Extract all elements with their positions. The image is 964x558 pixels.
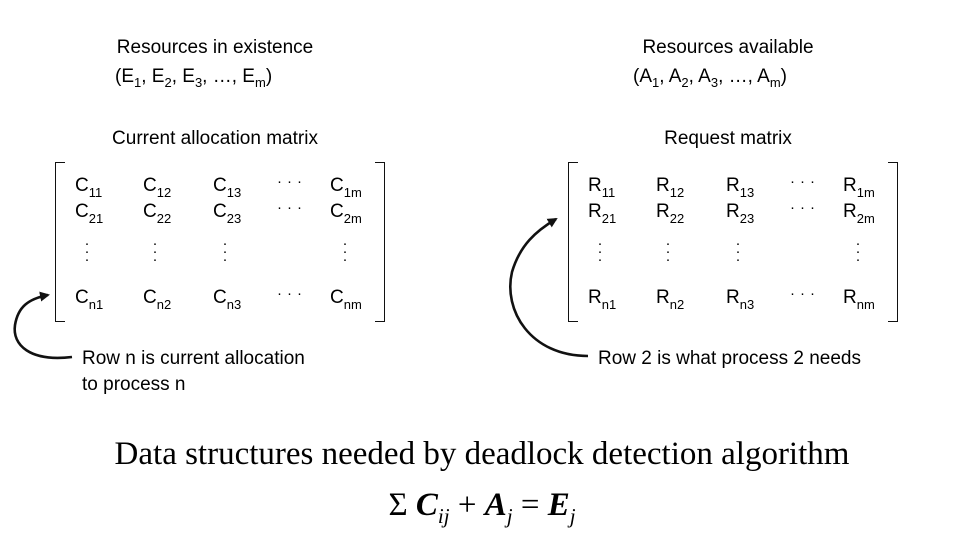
horizontal-ellipsis: ··· — [790, 173, 820, 190]
matrix-cell-cn1: Cn1 — [75, 287, 104, 312]
vertical-ellipsis: ··· — [84, 235, 90, 268]
allocation-note-line-2: to process n — [82, 374, 186, 395]
resource-formula: Σ Cij + Aj = Ej — [388, 487, 576, 528]
matrix-cell-r12: R12 — [656, 175, 685, 200]
request-matrix-title: Request matrix — [664, 128, 792, 149]
matrix-right-bracket — [375, 162, 385, 322]
vertical-ellipsis: ··· — [665, 235, 671, 268]
matrix-cell-rn1: Rn1 — [588, 287, 617, 312]
matrix-cell-c22: C22 — [143, 201, 172, 226]
horizontal-ellipsis: ··· — [790, 285, 820, 302]
vertical-ellipsis: ··· — [342, 235, 348, 268]
matrix-cell-r23: R23 — [726, 201, 755, 226]
allocation-matrix-title: Current allocation matrix — [112, 128, 318, 149]
matrix-cell-r21: R21 — [588, 201, 617, 226]
matrix-left-bracket — [55, 162, 65, 322]
allocation-row-arrow — [13, 291, 73, 360]
matrix-cell-r13: R13 — [726, 175, 755, 200]
matrix-cell-c23: C23 — [213, 201, 242, 226]
vertical-ellipsis: ··· — [735, 235, 741, 268]
matrix-left-bracket — [568, 162, 578, 322]
vertical-ellipsis: ··· — [855, 235, 861, 268]
matrix-cell-c11: C11 — [75, 175, 103, 200]
resources-existence-heading: Resources in existence — [116, 37, 314, 58]
horizontal-ellipsis: ··· — [277, 199, 307, 216]
matrix-cell-cn2: Cn2 — [143, 287, 172, 312]
available-vector: (A1, A2, A3, …, Am) — [633, 66, 787, 90]
allocation-note-line-1: Row n is current allocation — [82, 348, 305, 369]
matrix-cell-rnm: Rnm — [843, 287, 875, 312]
vertical-ellipsis: ··· — [597, 235, 603, 268]
existence-vector: (E1, E2, E3, …, Em) — [115, 66, 273, 90]
vertical-ellipsis: ··· — [152, 235, 158, 268]
matrix-cell-rn3: Rn3 — [726, 287, 755, 312]
matrix-cell-r2m: R2m — [843, 201, 875, 226]
vertical-ellipsis: ··· — [222, 235, 228, 268]
matrix-cell-cn3: Cn3 — [213, 287, 242, 312]
matrix-cell-c2m: C2m — [330, 201, 362, 226]
horizontal-ellipsis: ··· — [790, 199, 820, 216]
matrix-right-bracket — [888, 162, 898, 322]
resources-available-heading: Resources available — [642, 37, 814, 58]
matrix-cell-r1m: R1m — [843, 175, 875, 200]
horizontal-ellipsis: ··· — [277, 285, 307, 302]
request-matrix: R11 R12 R13 R1m ··· R21 R22 R23 R2m ··· Rn1 Rn2 Rn3 R… — [568, 162, 898, 322]
matrix-cell-c21: C21 — [75, 201, 104, 226]
current-allocation-matrix: C11 C12 C13 C1m ··· C21 C22 C23 C2m ··· Cn1 Cn2 Cn3 C… — [55, 162, 385, 322]
request-row-arrow — [509, 217, 589, 358]
request-note: Row 2 is what process 2 needs — [598, 348, 861, 369]
matrix-cell-c1m: C1m — [330, 175, 362, 200]
matrix-cell-c13: C13 — [213, 175, 242, 200]
matrix-cell-c12: C12 — [143, 175, 172, 200]
matrix-cell-r22: R22 — [656, 201, 685, 226]
matrix-cell-r11: R11 — [588, 175, 616, 200]
horizontal-ellipsis: ··· — [277, 173, 307, 190]
figure-caption: Data structures needed by deadlock detec… — [114, 436, 850, 472]
matrix-cell-rn2: Rn2 — [656, 287, 685, 312]
matrix-cell-cnm: Cnm — [330, 287, 362, 312]
